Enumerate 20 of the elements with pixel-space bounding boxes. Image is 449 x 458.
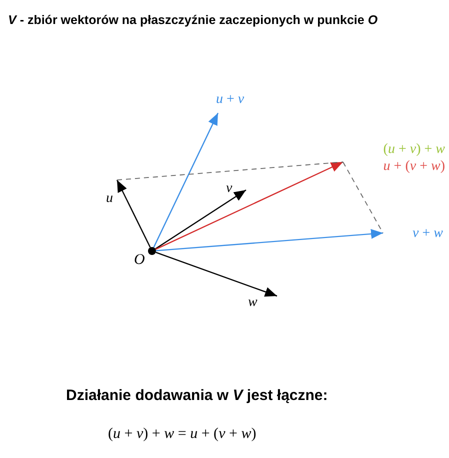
vector-label: u + (v + w) [383, 158, 445, 175]
vector-label: v [226, 180, 232, 197]
dashed-line [342, 162, 384, 234]
vector-arrow [155, 190, 246, 250]
vector-arrow [153, 112, 219, 248]
statement-text: Działanie dodawania w V jest łączne: [66, 386, 328, 406]
vector-label: w [248, 294, 258, 311]
origin-point [148, 247, 156, 255]
vector-arrow [116, 180, 151, 248]
vector-arrow [156, 252, 278, 297]
vector-label: u [106, 190, 113, 207]
formula-text: (u + v) + w = u + (v + w) [108, 425, 256, 444]
point-label: O [134, 252, 145, 268]
dashed-line [116, 162, 344, 180]
vector-label: v + w [412, 224, 443, 242]
vector-label: u + v [216, 91, 244, 108]
title: V - zbiór wektorów na płaszczyźnie zaczepionych w punkcie O [8, 12, 378, 29]
vector-arrow [155, 161, 344, 250]
vector-arrow [156, 228, 384, 252]
vector-label: (u + v) + w [383, 141, 445, 158]
